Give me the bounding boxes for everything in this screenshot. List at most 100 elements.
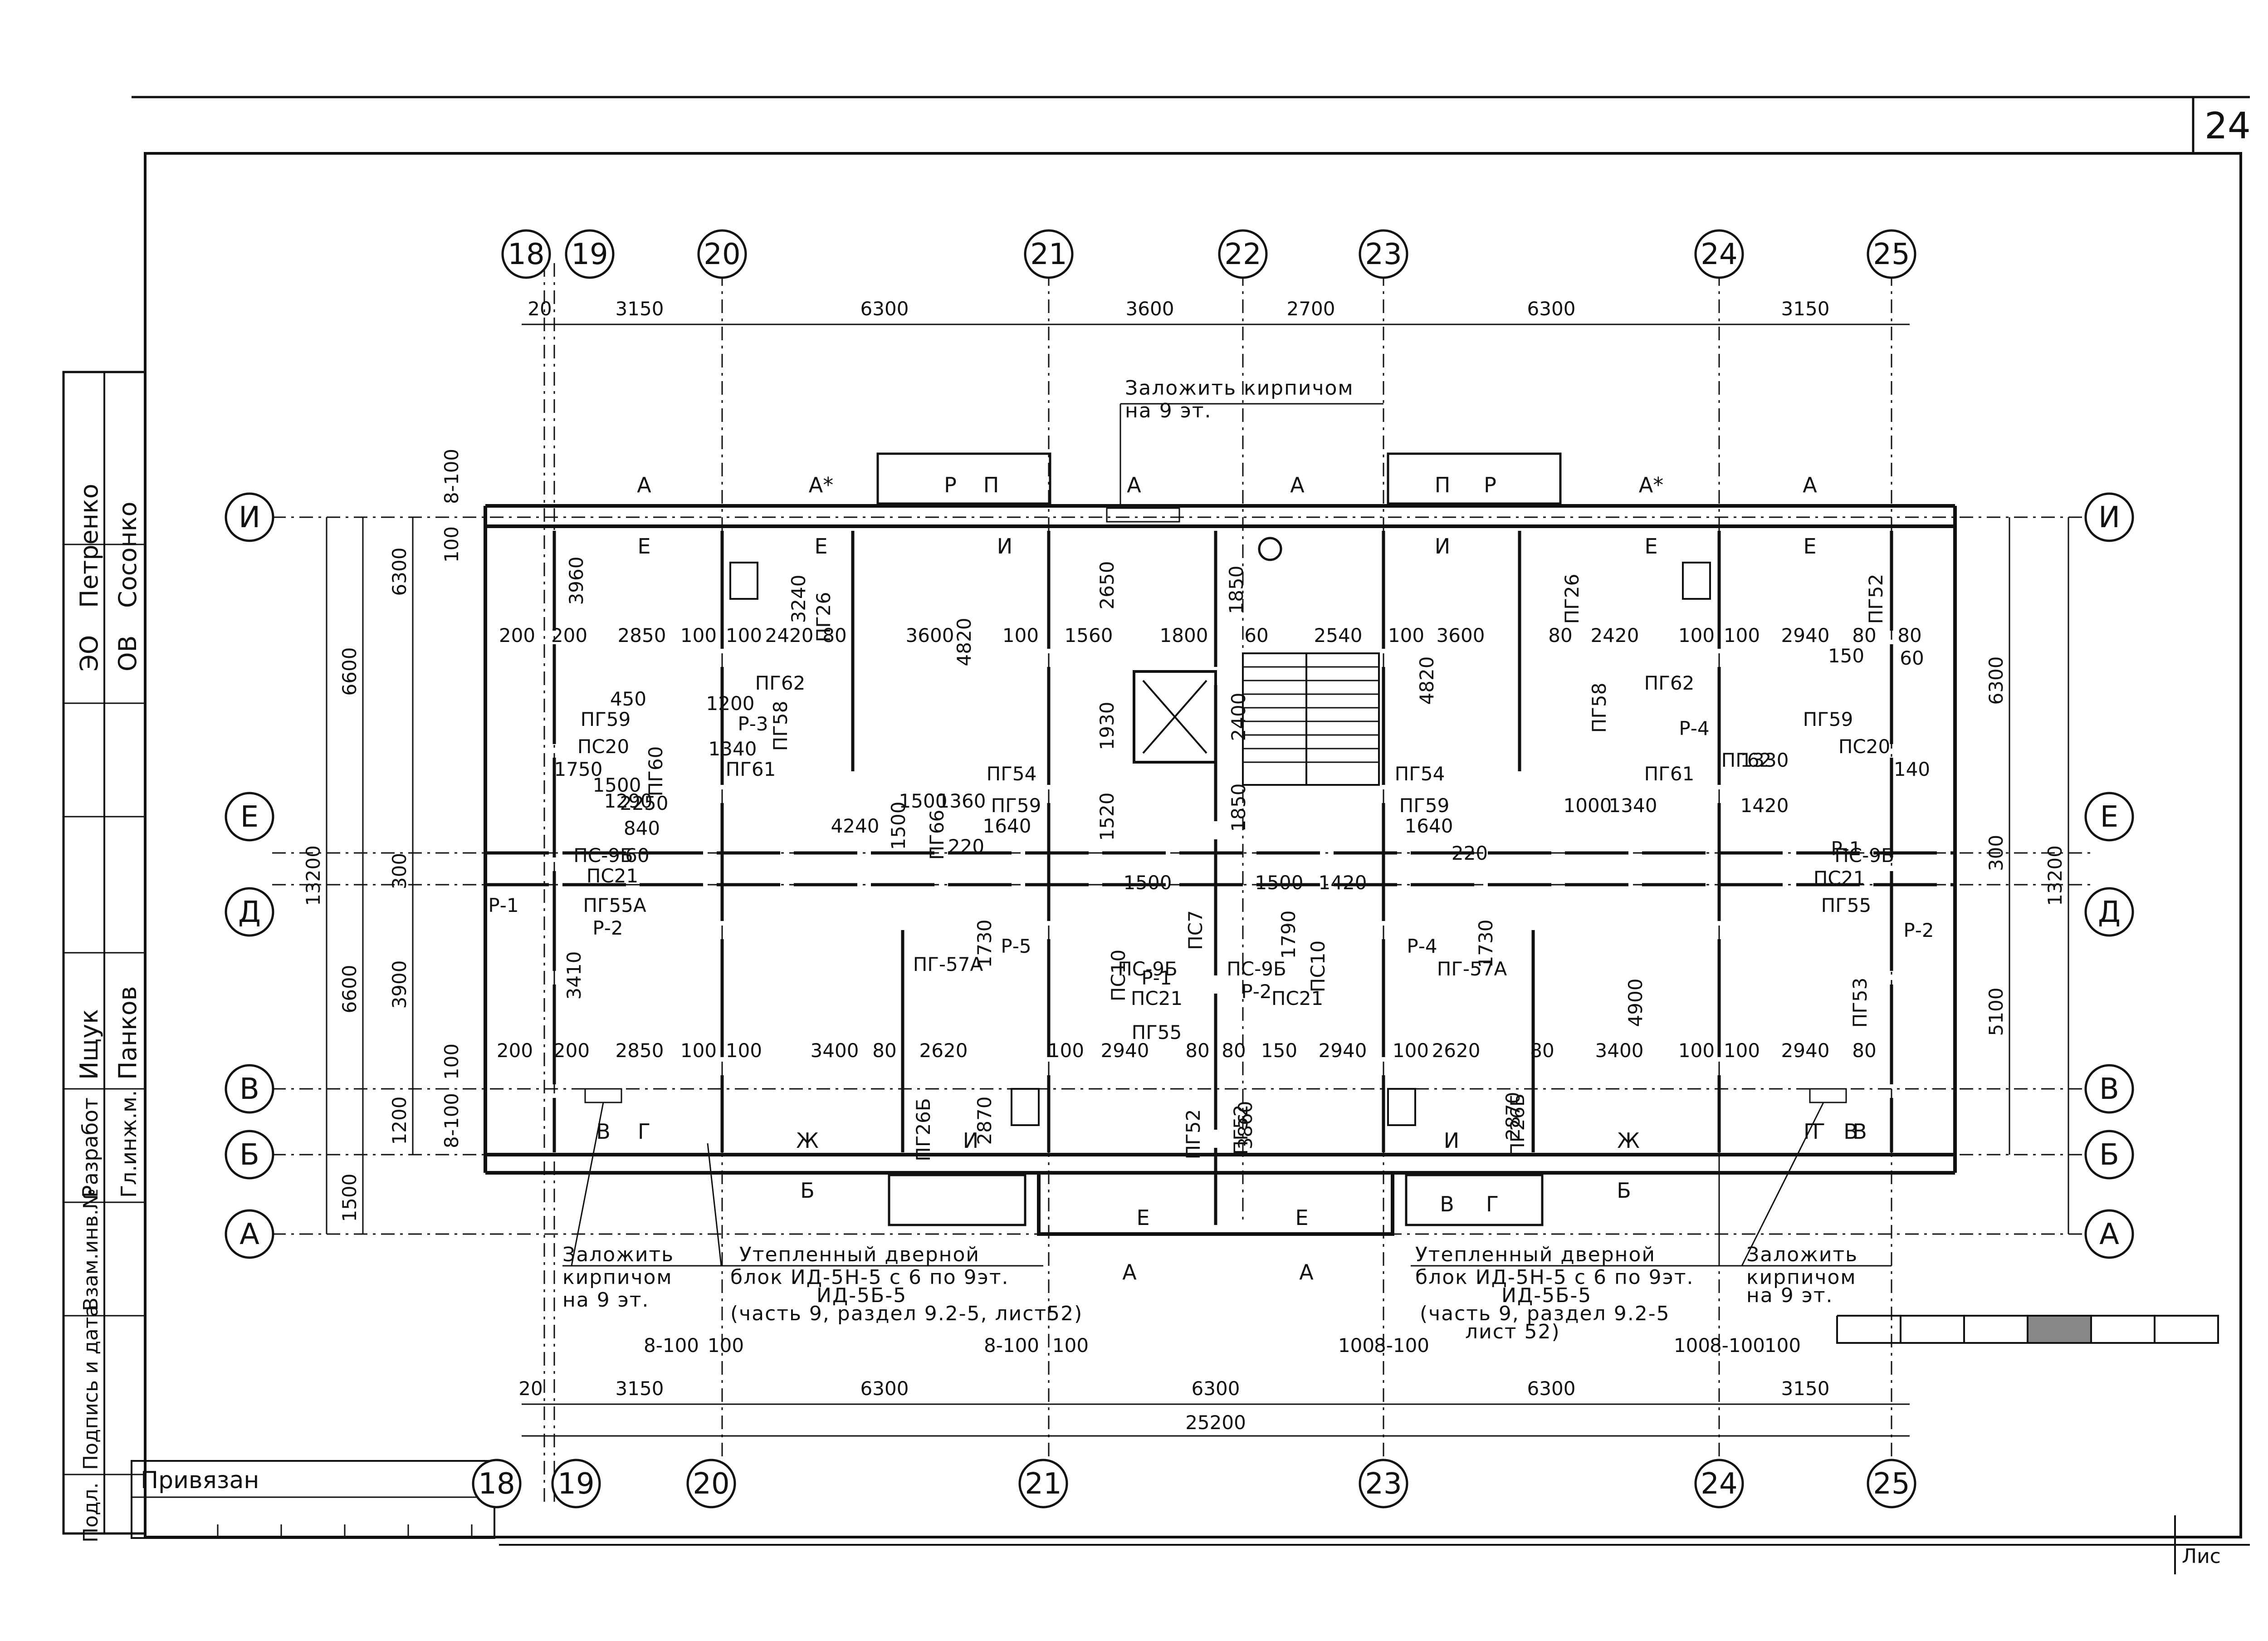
dim-interior-misc: 840 [624,817,660,839]
element-mark: ПГ52 [1230,1105,1252,1155]
element-mark: ПС20 [1838,735,1890,758]
note-leader-left-door [707,1143,722,1266]
dim-left-mid: 6600 [338,965,361,1014]
element-mark: ПГ55А [583,894,646,916]
axis-bubble-right-В: В [2084,1064,2134,1114]
axis-bubble-right-Е: Е [2084,792,2134,842]
stove-icon [1011,1088,1040,1126]
dim-interior-row1: 80 [1897,624,1921,647]
element-mark: Р-2 [1241,980,1271,1003]
element-mark: ПГ59 [1399,794,1450,817]
dim-right-inner: 5100 [1985,988,2007,1036]
element-mark: ПГ54 [1395,763,1445,785]
element-mark: Р-1 [488,894,518,916]
axis-bubble-top-20: 20 [697,229,747,279]
elevator-shaft [1133,670,1217,764]
dim-interior-vertical: 3240 [787,575,810,623]
dim-bottom-small: 100 [1052,1334,1089,1357]
opening-bottom-A: А [1122,1260,1137,1284]
note-br-door-3: ИД-5Б-5 [1501,1284,1592,1307]
opening-bottom: Е [1136,1205,1149,1230]
note-br-brick-2: кирпичом [1746,1266,1857,1289]
dim-left-mid: 6600 [338,647,361,696]
axis-bubble-right-В-label: В [2099,1073,2119,1106]
dim-interior-row2: 100 [1724,1039,1760,1062]
axis-bubble-bottom-25-label: 25 [1873,1467,1910,1501]
dim-bottom: 3150 [616,1377,664,1400]
axis-bubble-left-Б: Б [225,1130,274,1180]
title-row-name-1: Сосонко [113,502,142,608]
stove-icon [1682,562,1711,600]
dim-bottom-small: 100 [1674,1334,1710,1357]
dim-interior-row1: 100 [1678,624,1715,647]
element-mark: ПГ26Б [1506,1093,1529,1156]
dim-interior-row1: 80 [822,624,846,647]
element-mark: ПС10 [1107,950,1129,1001]
opening-top-sub: Е [1803,534,1816,558]
dim-bottom-small: 100 [708,1334,744,1357]
dim-left-outer: 13200 [302,845,324,906]
dim-interior-vertical: 3860 [1234,1101,1256,1150]
note-bl-brick-2: кирпичом [562,1266,673,1289]
chute-circle [1258,537,1282,561]
axis-bubble-bottom-21: 21 [1018,1459,1068,1509]
dim-interior-row1: 1560 [1065,624,1113,647]
element-mark: ПС21 [1813,867,1865,889]
dim-interior-row1: 2540 [1314,624,1363,647]
element-mark: Р-5 [1001,935,1031,957]
element-mark: Р-1 [1141,967,1172,989]
opening-top: П [983,473,999,497]
dim-top: 3150 [616,298,664,320]
dim-interior-vertical: 3410 [563,951,585,1000]
dim-interior-vertical: 1730 [973,920,996,968]
axis-bubble-right-И: И [2084,492,2134,542]
dim-interior-row1: 60 [1244,624,1268,647]
note-top-line2: на 9 эт. [1125,399,1212,422]
axis-bubble-bottom-20: 20 [686,1459,736,1509]
key-plan [1836,1315,2219,1344]
axis-bubble-top-22-label: 22 [1224,238,1261,271]
dim-bottom: 6300 [1192,1377,1240,1400]
note-leader-right-brick [1741,1102,1824,1266]
axis-bubble-bottom-18: 18 [472,1459,522,1509]
opening-bottom: Г [638,1119,650,1144]
note-br-door-1: Утепленный дверной [1415,1243,1656,1266]
element-mark: ПС-9Б [573,844,633,867]
sheet-inner-frame [144,152,2242,1538]
dim-interior-misc: 1500 [1255,872,1304,894]
opening-top-sub: И [1435,534,1450,558]
axis-bubble-right-Е-label: Е [2100,800,2118,834]
element-mark: ПГ55 [1821,894,1872,916]
dim-interior-row1: 100 [680,624,717,647]
title-row-role-4: Разработ [78,1097,103,1198]
sheet-number: 24 [2204,105,2251,147]
dim-interior-misc: 1340 [709,738,757,760]
dim-interior-vertical: 1730 [1475,920,1497,968]
axis-bubble-left-Е: Е [225,792,274,842]
dim-bottom-total: 25200 [1185,1411,1246,1434]
axis-bubble-bottom-24-label: 24 [1701,1467,1737,1501]
dim-interior-vertical: 1500 [887,802,909,850]
dim-interior-vertical: 2870 [973,1097,996,1145]
title-side-label-1: Взам.инв.№ [79,1188,103,1311]
axis-bubble-top-24-label: 24 [1701,238,1737,271]
axis-bubble-right-Б: Б [2084,1130,2134,1180]
dim-left-inner: 3900 [388,960,411,1009]
dim-bottom-small: 100 [1338,1334,1374,1357]
axis-bubble-top-20-label: 20 [704,238,740,271]
balcony-top-left [876,452,1051,505]
element-mark: Р-1 [1831,838,1861,860]
opening-top: А* [1639,473,1663,497]
axis-bubble-left-А: А [225,1209,274,1259]
opening-bottom: И [963,1128,978,1153]
brick-infill-left [584,1088,622,1103]
axis-bubble-right-Б-label: Б [2099,1138,2119,1172]
dim-interior-row1: 200 [499,624,535,647]
note-bl-brick-3: на 9 эт. [562,1288,649,1312]
dim-interior-row1: 2420 [1591,624,1639,647]
opening-top: Р [1484,473,1496,497]
dim-interior-vertical: 4900 [1624,979,1647,1027]
staircase [1242,652,1380,786]
title-row-role-3: Гл.инж.м. [117,1090,141,1198]
